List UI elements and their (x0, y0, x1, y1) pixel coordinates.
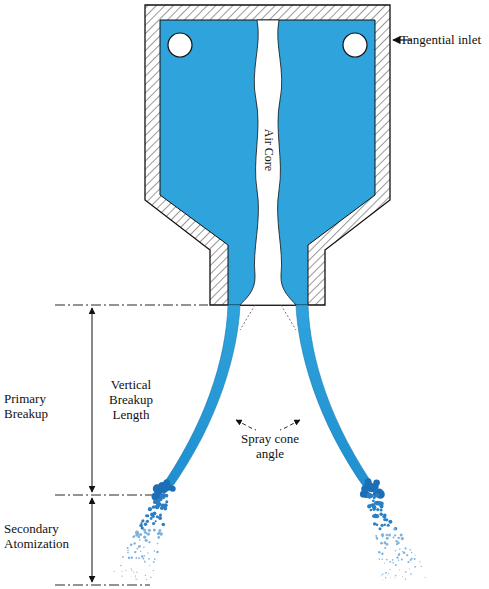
angle-arc (236, 420, 256, 430)
housing-wall (145, 5, 390, 305)
dimension-label: Vertical Breakup Length (100, 378, 162, 423)
liquid-sheet (158, 305, 240, 492)
dimension-arrow (92, 308, 93, 492)
inlet-port (168, 33, 192, 57)
swirl-chamber-liquid (160, 20, 375, 305)
inlet-label: Tangential inlet (400, 33, 485, 48)
inlet-port (343, 33, 367, 57)
reference-line (55, 305, 208, 585)
air-core (240, 20, 296, 305)
dimension-arrow (92, 498, 93, 582)
angle-arc (280, 420, 300, 430)
cone-line (240, 305, 296, 330)
zone-label: Primary Breakup (4, 392, 88, 422)
droplets (114, 478, 426, 580)
liquid-sheet (296, 305, 378, 492)
zone-label: Secondary Atomization (4, 522, 88, 552)
angle-label: Spray cone angle (238, 432, 302, 462)
air-core-label: Air Core (261, 129, 275, 171)
